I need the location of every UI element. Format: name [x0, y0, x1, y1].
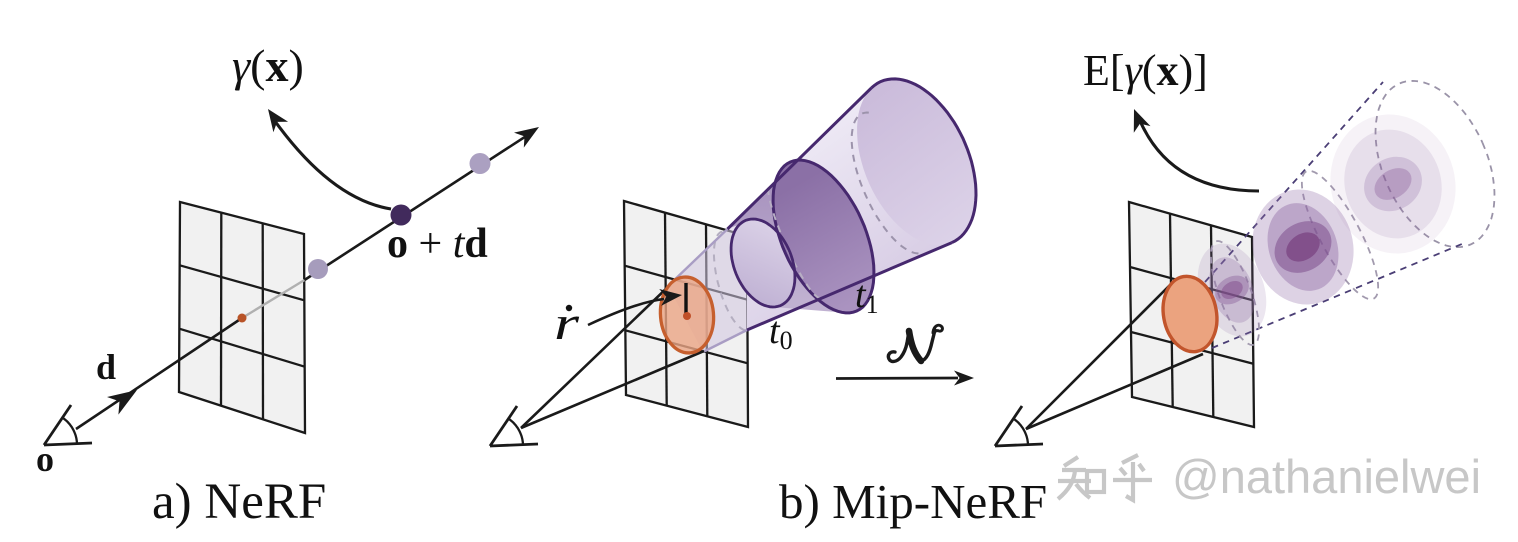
- svg-text:o + td: o + td: [387, 221, 488, 267]
- svg-text:d: d: [96, 347, 116, 387]
- svg-text:a) NeRF: a) NeRF: [152, 474, 326, 530]
- svg-text:@nathanielwei: @nathanielwei: [1172, 450, 1481, 503]
- svg-text:γ(x): γ(x): [232, 40, 304, 91]
- svg-text:r: r: [554, 297, 579, 350]
- svg-text:b) Mip-NeRF: b) Mip-NeRF: [779, 474, 1047, 529]
- svg-text:E[γ(x)]: E[γ(x)]: [1083, 46, 1208, 95]
- svg-text:o: o: [36, 439, 54, 479]
